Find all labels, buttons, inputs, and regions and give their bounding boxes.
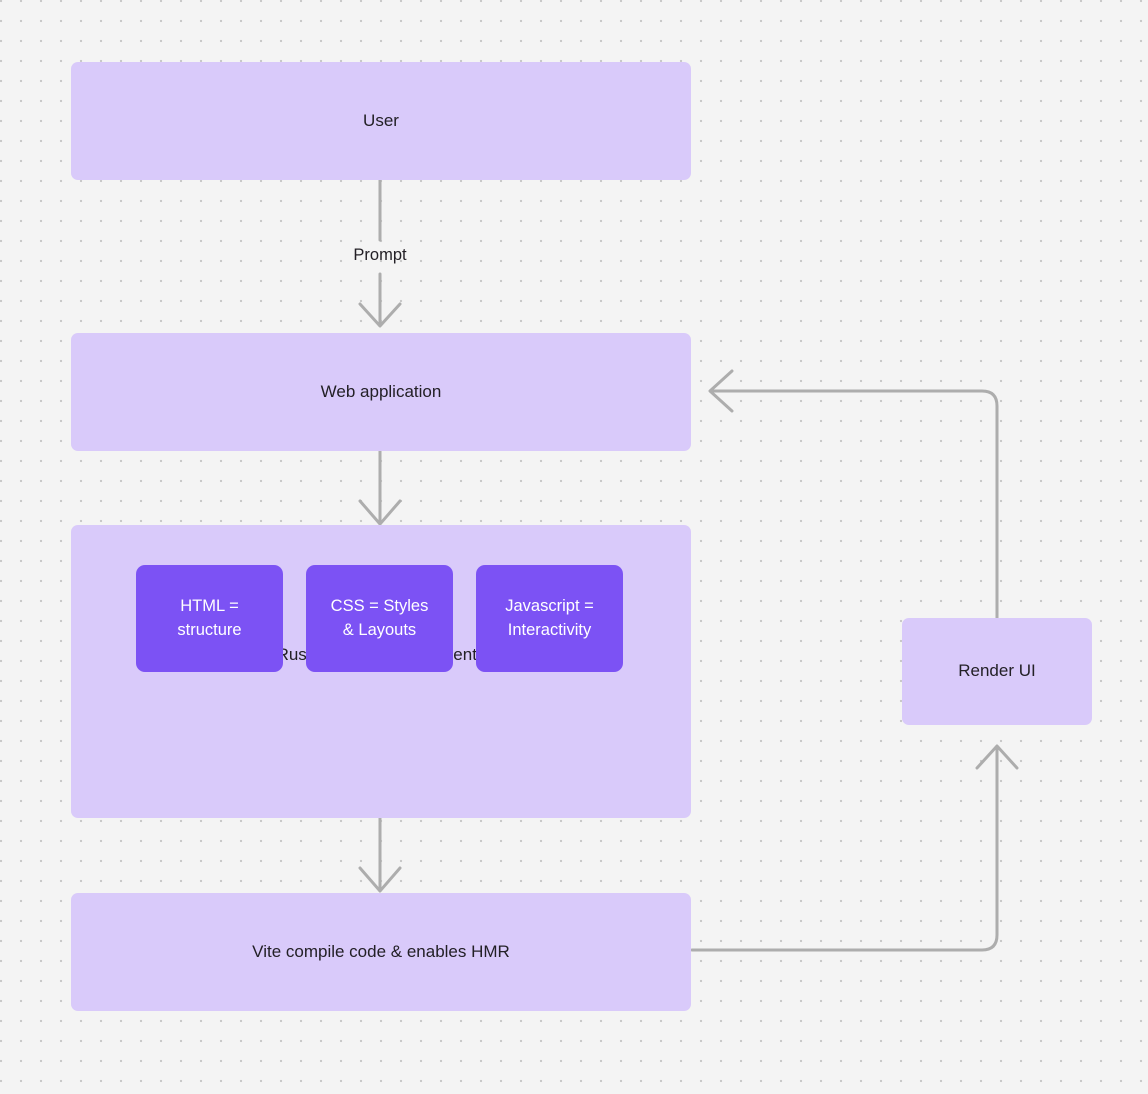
node-vite[interactable]: Vite compile code & enables HMR: [71, 893, 691, 1011]
node-javascript-label-line2: Interactivity: [507, 620, 592, 639]
node-javascript[interactable]: Javascript = Interactivity: [476, 565, 623, 672]
edge-label-prompt: Prompt: [353, 246, 407, 264]
node-web-application-label: Web application: [320, 381, 442, 401]
node-css-label-line2: & Layouts: [342, 620, 417, 639]
edge-web-application-to-components: [358, 449, 402, 526]
edge-components-to-vite: [358, 816, 402, 893]
edge-render-ui-to-web-application: [708, 369, 999, 620]
node-render-ui-label: Render UI: [958, 661, 1036, 681]
edge-line: [710, 389, 999, 620]
arrowhead-up: [975, 744, 1019, 770]
node-css-label-line1: CSS = Styles: [330, 596, 429, 615]
edge-line: [690, 746, 999, 952]
edge-vite-to-render-ui: [690, 744, 1019, 952]
node-vite-label: Vite compile code & enables HMR: [252, 941, 510, 961]
arrowhead-down: [358, 499, 402, 526]
node-html-label-line2: structure: [177, 620, 242, 639]
node-user-label: User: [363, 110, 399, 130]
arrowhead-down: [358, 302, 402, 328]
node-javascript-label-line1: Javascript =: [505, 596, 594, 615]
arrowhead-down: [358, 866, 402, 893]
arrowhead-left: [708, 369, 734, 413]
node-html[interactable]: HTML = structure: [136, 565, 283, 672]
node-css[interactable]: CSS = Styles & Layouts: [306, 565, 453, 672]
node-web-application[interactable]: Web application: [71, 333, 691, 451]
node-render-ui[interactable]: Render UI: [902, 618, 1092, 725]
node-user[interactable]: User: [71, 62, 691, 180]
node-html-label-line1: HTML =: [180, 596, 239, 615]
